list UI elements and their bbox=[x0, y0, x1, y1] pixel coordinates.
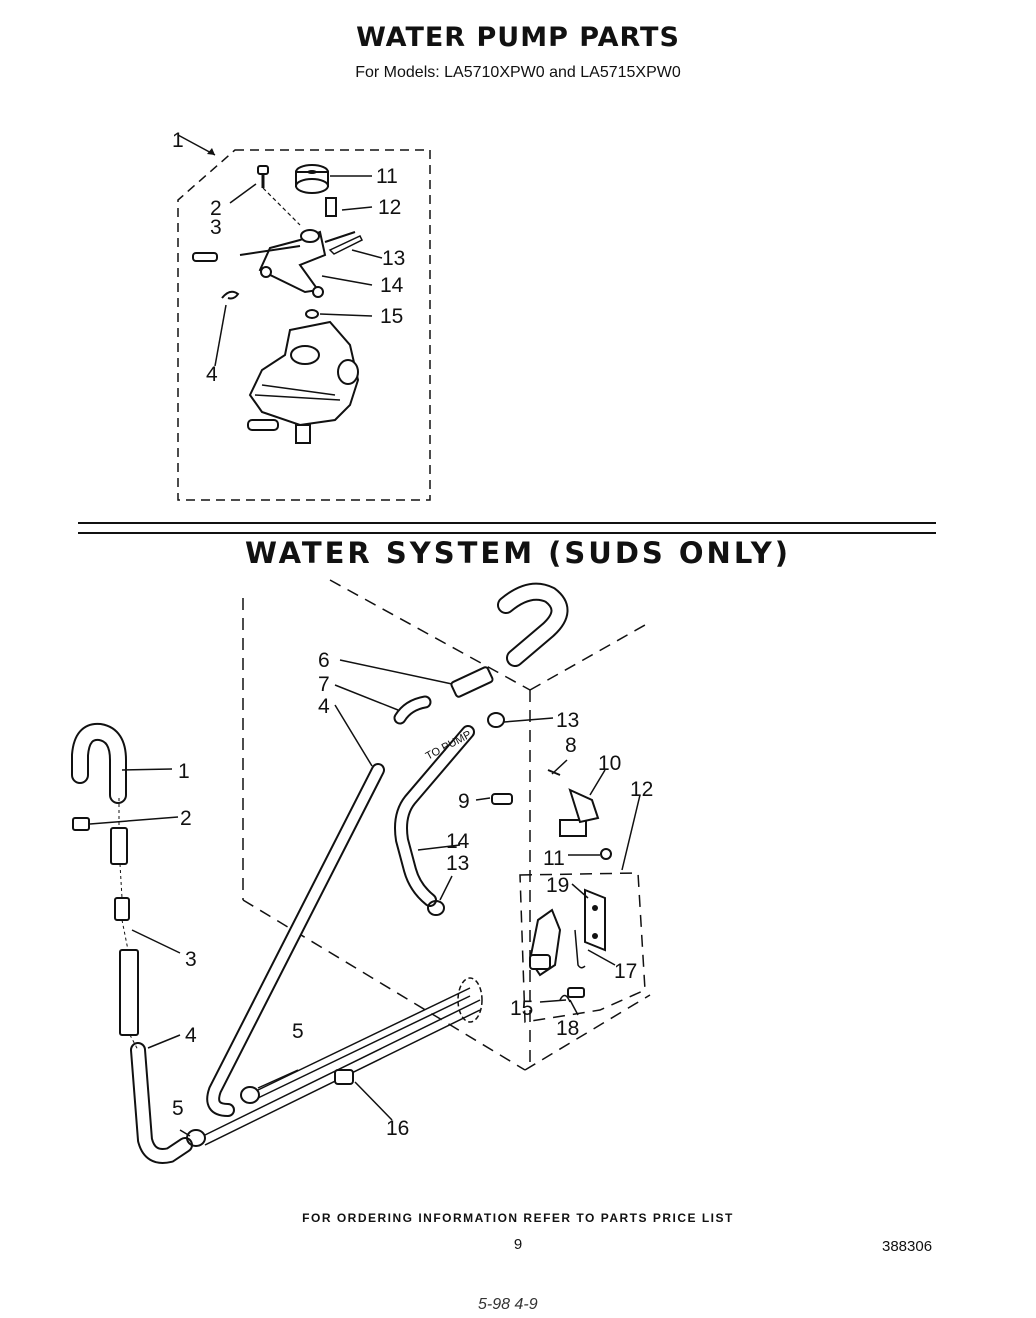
ws-callout-18: 18 bbox=[556, 1017, 579, 1040]
ws-callout-13: 13 bbox=[446, 852, 469, 875]
section-title: WATER SYSTEM (SUDS ONLY) bbox=[244, 536, 792, 570]
handwritten-mark: 5-98 4-9 bbox=[478, 1296, 538, 1313]
section-divider-second bbox=[78, 532, 936, 534]
ws-callout-3: 3 bbox=[185, 948, 197, 971]
ws-callout-11: 11 bbox=[543, 847, 565, 870]
water-system-diagram: TO PUMP bbox=[71, 579, 653, 1164]
section-divider bbox=[78, 522, 936, 524]
ws-callout-5: 5 bbox=[292, 1020, 304, 1043]
ws-callout-10: 10 bbox=[598, 752, 621, 775]
ws-callout-1: 1 bbox=[178, 760, 190, 783]
pump-callout-13: 13 bbox=[382, 247, 405, 270]
pump-callout-12: 12 bbox=[378, 196, 401, 219]
pump-callout-3: 3 bbox=[210, 216, 222, 239]
ws-callout-5-left: 5 bbox=[172, 1097, 184, 1120]
ws-callout-15: 15 bbox=[510, 997, 533, 1020]
page-subtitle: For Models: LA5710XPW0 and LA5715XPW0 bbox=[355, 64, 681, 81]
ws-callout-13-top: 13 bbox=[556, 709, 579, 732]
ws-callout-12: 12 bbox=[630, 778, 653, 801]
ws-callout-9: 9 bbox=[458, 790, 470, 813]
ws-callout-6: 6 bbox=[318, 649, 330, 672]
pump-callout-4: 4 bbox=[206, 363, 218, 386]
ws-callout-4: 4 bbox=[318, 695, 330, 718]
ws-callout-16: 16 bbox=[386, 1117, 409, 1140]
page-title: WATER PUMP PARTS bbox=[356, 22, 680, 53]
pump-callout-15: 15 bbox=[380, 305, 403, 328]
ordering-note: FOR ORDERING INFORMATION REFER TO PARTS … bbox=[302, 1211, 734, 1225]
ws-callout-4-left: 4 bbox=[185, 1024, 197, 1047]
pump-callout-1: 1 bbox=[172, 129, 184, 152]
water-pump-diagram: 1 2 3 4 11 12 13 14 15 bbox=[172, 129, 431, 501]
ws-callout-7: 7 bbox=[318, 673, 330, 696]
ws-callout-17: 17 bbox=[614, 960, 637, 983]
document-number: 388306 bbox=[882, 1238, 933, 1255]
page-number: 9 bbox=[513, 1236, 523, 1253]
ws-callout-8: 8 bbox=[565, 734, 577, 757]
ws-callout-2: 2 bbox=[180, 807, 192, 830]
pump-callout-14: 14 bbox=[380, 274, 404, 297]
pump-callout-2: 2 bbox=[210, 197, 222, 220]
ws-callout-19: 19 bbox=[546, 874, 569, 897]
ws-callout-14: 14 bbox=[446, 830, 470, 853]
pump-callout-11: 11 bbox=[376, 165, 398, 188]
